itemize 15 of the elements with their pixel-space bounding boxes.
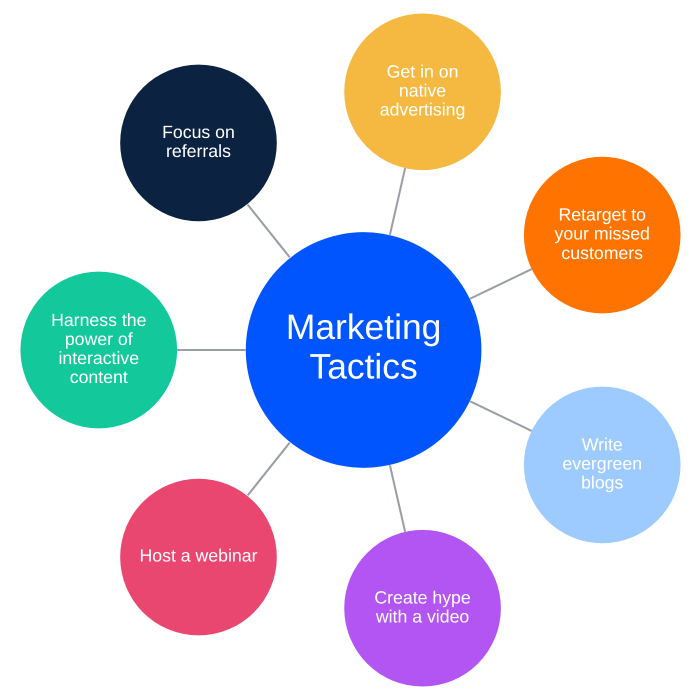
node-circle: Marketing Tactics [245,232,481,468]
node-circle: Create hype with a video [344,530,500,687]
node-circle: Get in on native advertising [344,13,500,170]
connector [246,442,290,496]
connector [388,464,406,532]
connector [469,268,532,300]
connector [246,204,290,258]
connector [388,168,406,236]
connector [176,348,246,352]
connector [469,400,532,432]
node-circle: Retarget to your missed customers [523,156,680,314]
node-circle: Host a webinar [120,478,276,636]
node-circle: Focus on referrals [120,64,276,222]
node-circle: Harness the power of interactive content [20,272,177,428]
node-circle: Write evergreen blogs [523,386,680,544]
